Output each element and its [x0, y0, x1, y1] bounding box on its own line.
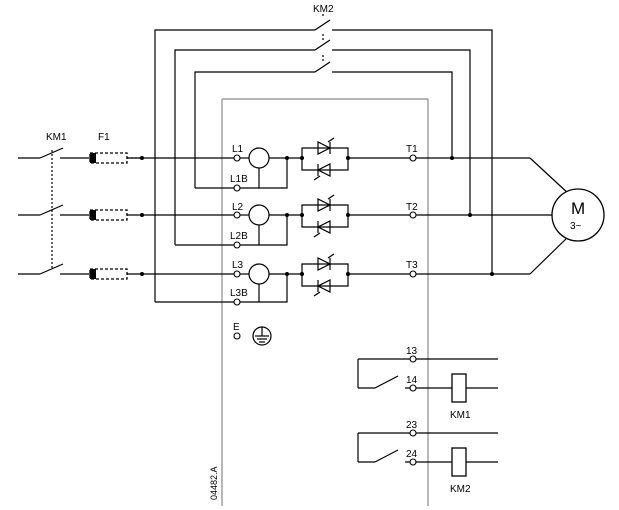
relay-output-23-24 — [357, 429, 498, 477]
label-t2: T2 — [406, 202, 418, 213]
f1-fuses — [89, 152, 142, 280]
label-t24: 24 — [406, 449, 418, 460]
label-f1: F1 — [98, 132, 110, 143]
label-l1: L1 — [232, 144, 244, 155]
label-drawing-number: 04482.A — [209, 466, 219, 500]
thyristor-modules — [301, 137, 349, 297]
label-t23: 23 — [406, 420, 418, 431]
km2-bypass-wiring — [154, 29, 493, 303]
label-l1b: L1B — [230, 174, 248, 185]
label-t1: T1 — [406, 144, 418, 155]
label-l2b: L2B — [230, 231, 248, 242]
label-l2: L2 — [232, 202, 244, 213]
label-t3: T3 — [406, 260, 418, 271]
label-motor-phase: 3~ — [570, 221, 582, 232]
label-l3: L3 — [232, 260, 244, 271]
km2-contacts — [314, 14, 331, 73]
output-lines — [348, 154, 571, 278]
motor-symbol — [551, 188, 605, 242]
phase-lines — [18, 157, 237, 275]
label-e: E — [233, 322, 240, 333]
km1-contacts — [39, 147, 64, 275]
junction-dots — [140, 156, 494, 276]
label-coil-km1: KM1 — [450, 410, 471, 421]
label-t13: 13 — [406, 346, 418, 357]
label-l3b: L3B — [230, 288, 248, 299]
relay-output-13-14 — [357, 355, 498, 403]
earth-terminal — [233, 326, 272, 346]
current-transformers — [240, 147, 302, 303]
label-km2-top: KM2 — [313, 4, 334, 15]
label-coil-km2: KM2 — [450, 484, 471, 495]
label-motor-m: M — [571, 199, 585, 218]
label-t14: 14 — [406, 375, 418, 386]
label-km1-top: KM1 — [46, 132, 67, 143]
